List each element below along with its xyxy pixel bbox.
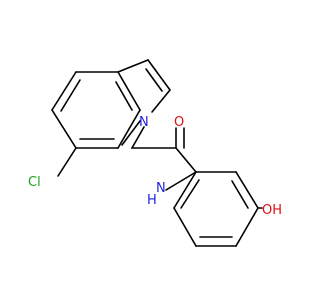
molecule-drawing: Cl N O N H OH [28, 59, 282, 247]
atom-label-indole-nitrogen: N [139, 115, 149, 130]
bond [131, 126, 145, 149]
bond [235, 171, 259, 209]
bond [165, 171, 197, 191]
bond [145, 68, 163, 92]
bond [231, 180, 249, 209]
bond [51, 71, 77, 111]
bond [115, 81, 133, 111]
bond [60, 79, 81, 112]
bond [147, 59, 171, 91]
bond [117, 109, 141, 149]
bond [180, 179, 200, 209]
structure-diagram: Cl N O N H OH [28, 59, 282, 247]
bond [121, 120, 141, 146]
bond [173, 207, 197, 247]
bond [235, 207, 259, 247]
bond [117, 71, 141, 111]
atom-label-carbonyl-oxygen: O [174, 115, 184, 130]
atom-label-amide-hydrogen: H [147, 193, 157, 208]
bond [117, 59, 149, 73]
bond [175, 147, 197, 173]
bond [57, 147, 77, 177]
atom-label-hydroxyl: OH [262, 203, 282, 218]
atom-label-amide-nitrogen: N [156, 181, 166, 196]
bond [151, 89, 171, 113]
atom-label-chlorine: Cl [28, 175, 41, 190]
bond [173, 171, 197, 209]
bond [51, 109, 77, 149]
